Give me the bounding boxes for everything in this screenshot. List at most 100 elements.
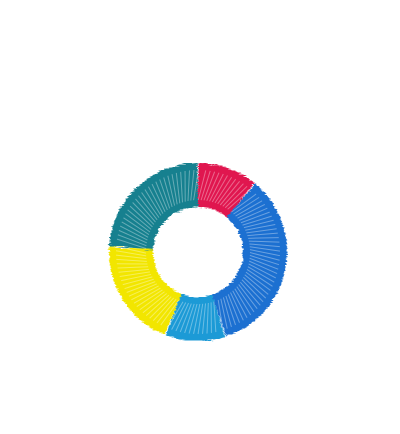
sketch-hatch-line [147,186,164,214]
sketch-hatch-line [227,188,251,210]
sketch-hatch-line [122,276,153,286]
sketch-hatch-line [240,211,270,224]
sketch-hatch-line [243,219,274,229]
sketch-hatch-line [144,189,162,216]
sketch-hatch-line [160,299,180,326]
sketch-hatch-line [206,172,220,201]
sketch-hatch-line [224,185,248,209]
sketch-hatch-line [136,289,163,307]
sketch-hatch-line [187,170,190,201]
sketch-hatch-line [193,303,201,334]
sketch-hatch-line [126,281,156,293]
sketch-hatch-line [234,288,252,316]
sketch-hatch-line [242,215,272,226]
sketch-hatch-line [197,303,204,335]
sketch-hatch-line [180,171,183,203]
sketch-hatch-line [117,266,149,269]
sketch-hatch-line [193,169,199,201]
sketch-hatch-line [184,303,195,334]
sketch-hatch-line [149,296,172,319]
sketch-hatch-line [249,252,280,261]
sketch-hatch-line [222,183,244,207]
sketch-hatch-line [163,177,173,208]
sketch-hatch-line [246,228,277,234]
sketch-hatch-line [175,302,190,332]
sketch-hatch-line [121,273,152,282]
sketch-hatch-line [219,181,241,206]
sketch-hatch-line [118,268,150,273]
sketch-hatch-line [129,205,153,228]
sketch-hatch-line [214,176,233,204]
sketch-hatch-line [249,249,281,257]
sketch-hatch-line [188,303,198,334]
sketch-hatch-line [117,234,147,247]
sketch-hatch-line [227,294,240,323]
sketch-hatch-line [249,243,280,248]
sketch-hatch-line [116,258,147,262]
sketch-hatch-line [248,237,279,239]
sketch-hatch-line [238,284,258,310]
sketch-hatch-line [231,193,257,213]
sketch-hatch-line [249,257,279,270]
sketch-hatch-line [179,303,192,333]
sketch-hatch-line [171,174,178,205]
sketch-hatch-line [245,271,271,291]
sketch-hatch-line [133,287,161,304]
donut-slice-1 [197,162,255,218]
sketch-hatch-line [232,290,248,318]
sketch-hatch-line [245,223,276,231]
sketch-hatch-line [125,213,151,233]
sketch-hatch-line [124,278,154,290]
sketch-hatch-line [131,285,159,301]
sketch-hatch-line [175,172,181,204]
sketch-hatch-line [155,181,168,211]
sketch-hatch-line [209,173,224,202]
sketch-hatch-line [142,293,167,314]
sketch-hatch-line [211,175,228,203]
sketch-hatch-line [141,192,160,218]
sketch-hatch-line [220,298,228,329]
sketch-hatch-line [119,225,148,241]
sketch-hatch-line [118,229,148,244]
sketch-hatch-line [128,283,158,297]
sketch-hatch-line [156,298,177,324]
sketch-hatch-line [247,232,278,237]
sketch-hatch-line [127,209,152,230]
donut-slice-3 [165,293,225,341]
sketch-hatch-line [206,302,209,334]
sketch-hatch-line [116,238,147,249]
sketch-hatch-line [225,295,236,326]
sketch-hatch-line [202,303,207,334]
sketch-hatch-line [145,294,170,316]
donut-slice-4 [109,246,182,335]
sketch-hatch-line [244,274,269,295]
sketch-hatch-line [115,250,147,257]
sketch-hatch-line [213,301,217,333]
sketch-hatch-line [135,198,156,223]
sketch-hatch-line [239,207,268,221]
sketch-hatch-line [166,301,184,329]
sketch-hatch-line [116,245,147,254]
sketch-hatch-line [167,175,176,206]
sketch-hatch-line [249,246,281,252]
sketch-hatch-line [151,183,166,212]
sketch-hatch-line [248,240,280,243]
sketch-hatch-line [119,271,151,277]
sketch-hatch-line [139,291,165,311]
sketch-hatch-line [247,266,275,283]
sketch-hatch-line [230,292,244,321]
sketch-hatch-line [241,279,264,303]
sketch-hatch-line [248,263,277,279]
sketch-hatch-line [217,299,224,331]
sketch-hatch-line [123,217,150,236]
sketch-hatch-line [243,276,267,299]
sketch-hatch-line [248,260,278,275]
sketch-hatch-line [249,254,280,266]
sketch-hatch-line [171,302,187,330]
sketch-hatch-line [190,170,195,201]
donut-slice-5 [109,162,199,250]
sketch-hatch-line [203,171,216,201]
sketch-hatch-line [197,170,207,201]
